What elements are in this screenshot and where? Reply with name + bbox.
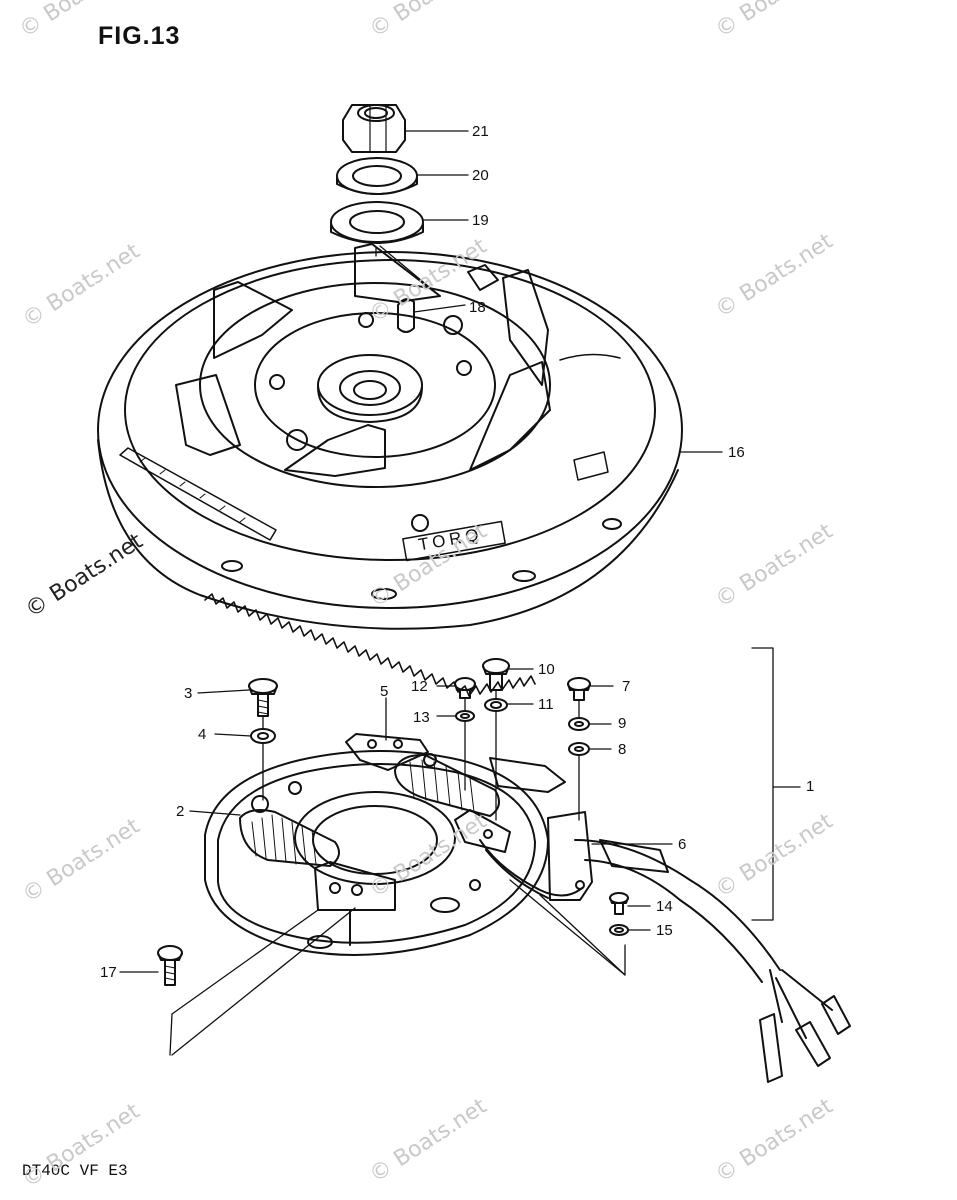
callout-16: 16	[728, 444, 745, 461]
callout-13: 13	[413, 709, 430, 726]
washer-part-9	[568, 717, 590, 731]
callout-20: 20	[472, 167, 489, 184]
screw-part-3	[248, 678, 278, 717]
callout-4: 4	[198, 726, 207, 743]
screw-part-17	[157, 945, 183, 986]
callout-8: 8	[618, 741, 627, 758]
screw-part-14	[609, 892, 629, 915]
callout-14: 14	[656, 898, 673, 915]
callout-21: 21	[472, 123, 489, 140]
callout-18: 18	[469, 299, 486, 316]
callout-7: 7	[622, 678, 631, 695]
callout-3: 3	[184, 685, 193, 702]
washer-part-13	[455, 710, 475, 722]
callout-9: 9	[618, 715, 627, 732]
washer-part-19	[330, 201, 424, 244]
callout-17: 17	[100, 964, 117, 981]
callout-5: 5	[380, 683, 389, 700]
callout-12: 12	[411, 678, 428, 695]
washer-part-15	[609, 924, 629, 936]
callout-11: 11	[538, 696, 554, 713]
callout-1: 1	[806, 778, 815, 795]
washer-part-11	[484, 698, 508, 712]
leader-lines	[119, 130, 801, 1056]
callout-15: 15	[656, 922, 673, 939]
nut-part-21	[342, 104, 406, 153]
callout-6: 6	[678, 836, 687, 853]
screw-part-7	[567, 677, 591, 701]
washer-part-4	[250, 728, 276, 744]
washer-part-8	[568, 742, 590, 756]
figure-title: FIG.13	[98, 22, 181, 50]
washer-part-20	[336, 157, 418, 195]
callout-2: 2	[176, 803, 185, 820]
model-code: DT40C VF E3	[22, 1162, 128, 1180]
callout-19: 19	[472, 212, 489, 229]
flywheel-part-16	[97, 243, 683, 697]
callout-10: 10	[538, 661, 555, 678]
stator-assembly-part-1	[204, 733, 851, 1083]
